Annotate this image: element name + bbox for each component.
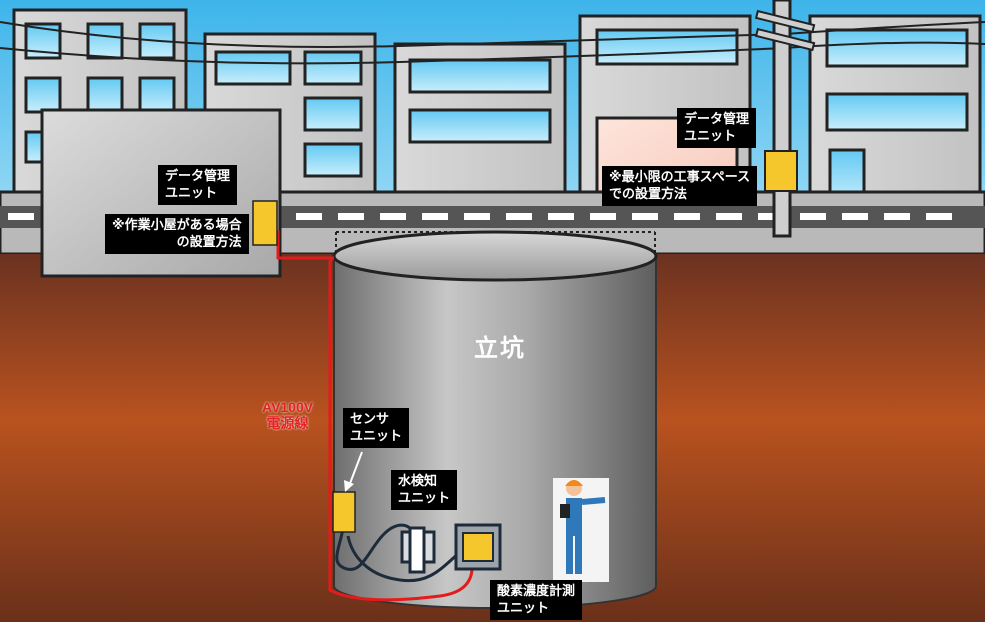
worker — [553, 478, 609, 582]
data-unit-pole-label: データ管理 ユニット — [677, 108, 757, 148]
data-unit-hut-box — [252, 200, 278, 246]
power-cable — [268, 230, 474, 602]
oxygen-unit — [454, 523, 502, 571]
data-unit-hut-label: データ管理 ユニット — [158, 165, 238, 205]
data-unit-pole-box — [764, 150, 798, 192]
sensor-unit-box — [332, 491, 356, 533]
sensor-arrow — [348, 451, 363, 487]
power-lines — [0, 21, 985, 65]
power-line-label: AV100V 電源線 — [262, 399, 314, 431]
oxygen-unit-label: 酸素濃度計測 ユニット — [490, 580, 583, 620]
sensor-unit-label: センサ ユニット — [343, 408, 410, 448]
shaft-fence — [335, 231, 656, 252]
min-space-method-label: ※最小限の工事スペース での設置方法 — [602, 166, 758, 206]
shaft-title: 立坑 — [474, 334, 526, 362]
sensor-cables — [335, 523, 462, 583]
water-unit-label: 水検知 ユニット — [391, 470, 458, 510]
water-detection-unit — [400, 526, 436, 574]
hut-method-label: ※作業小屋がある場合 の設置方法 — [105, 214, 249, 254]
